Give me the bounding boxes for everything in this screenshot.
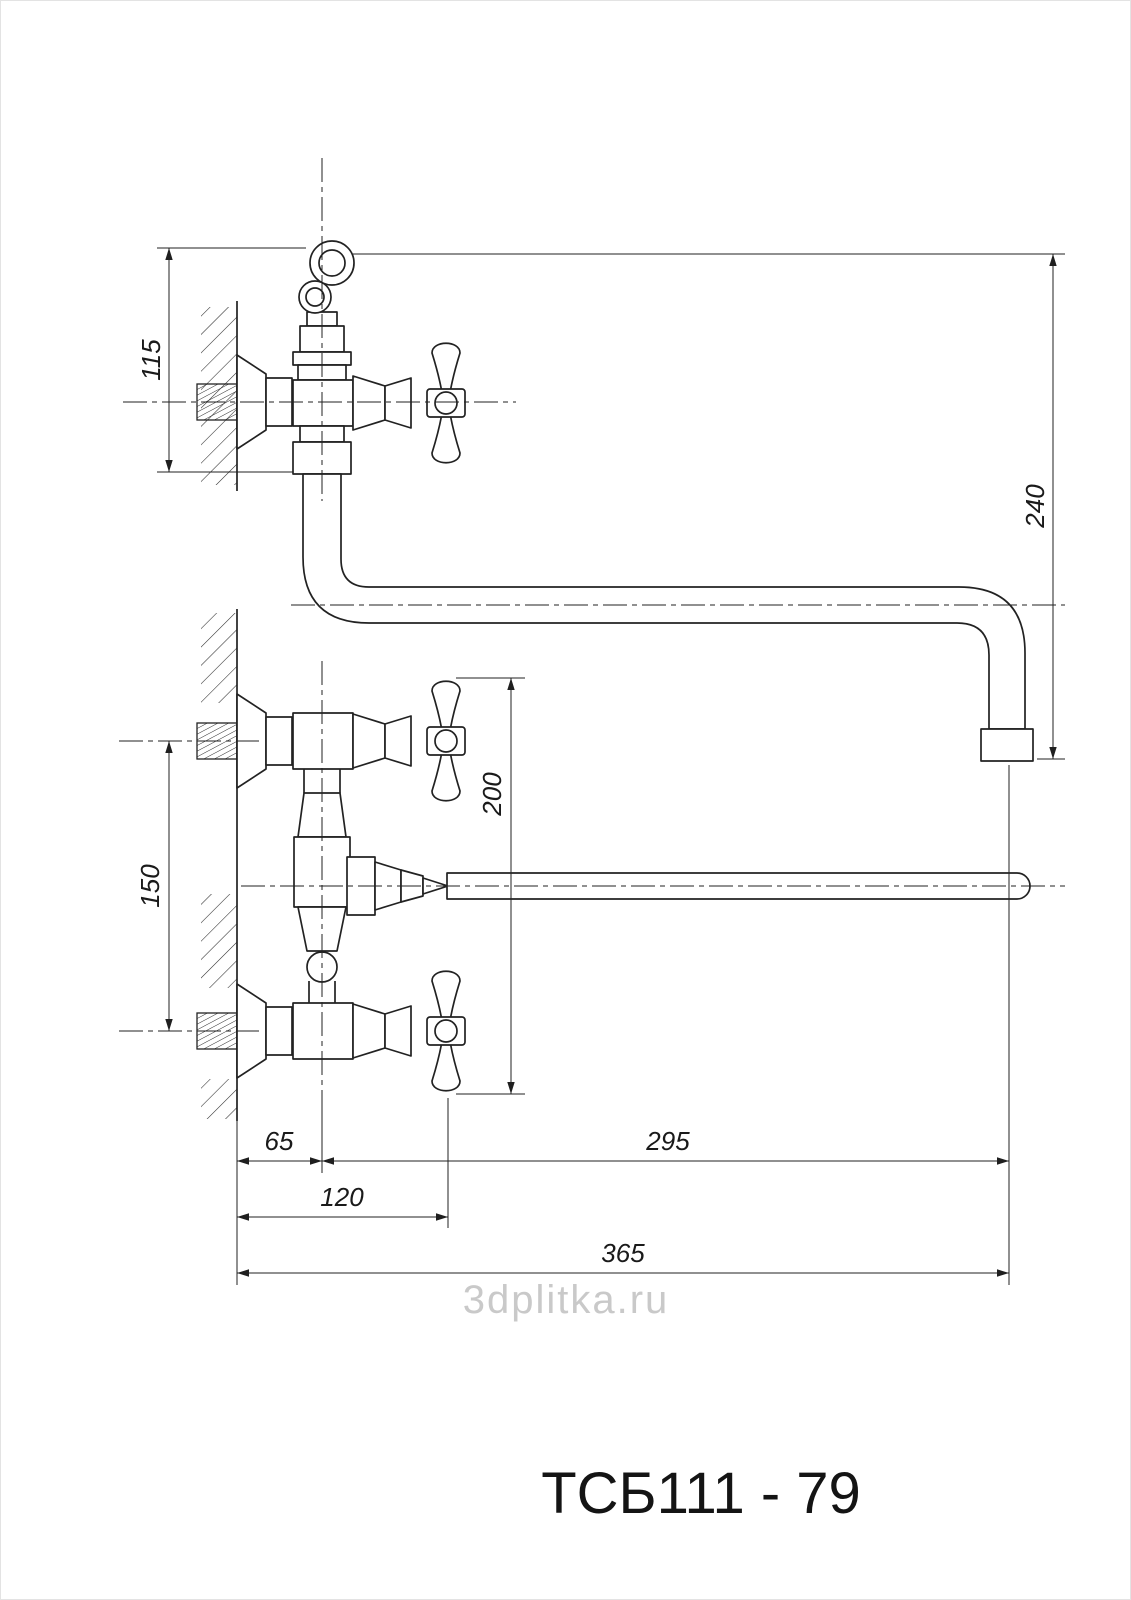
dimension-150: 150 bbox=[135, 741, 173, 1031]
dim-label-365: 365 bbox=[601, 1238, 645, 1268]
valve-body-cold bbox=[292, 1002, 354, 1060]
spout-outlet bbox=[980, 728, 1034, 762]
handle-cone-side bbox=[352, 375, 412, 431]
cross-handle-cold bbox=[426, 970, 466, 1092]
dim-label-240: 240 bbox=[1020, 484, 1050, 529]
side-view: 115 240 bbox=[123, 158, 1065, 762]
dimension-200: 200 bbox=[456, 677, 525, 1095]
valve-body-hot bbox=[292, 712, 354, 770]
handle-cone-cold bbox=[352, 1003, 412, 1059]
drawing-title: ТСБ111 - 79 bbox=[541, 1461, 861, 1526]
front-view: 150 200 bbox=[119, 609, 1065, 1171]
wall-hatch bbox=[201, 1079, 237, 1119]
dim-label-115: 115 bbox=[136, 339, 166, 381]
spout-side bbox=[302, 473, 1026, 730]
dimension-115: 115 bbox=[136, 247, 306, 473]
watermark: 3dplitka.ru bbox=[463, 1278, 670, 1322]
dim-label-295: 295 bbox=[645, 1126, 690, 1156]
cross-handle-side bbox=[426, 342, 466, 464]
bottom-dimensions: 65 295 120 365 bbox=[236, 765, 1010, 1285]
dim-label-150: 150 bbox=[135, 864, 165, 908]
dim-label-120: 120 bbox=[320, 1182, 364, 1212]
dimension-240: 240 bbox=[353, 253, 1065, 760]
faucet-body-side bbox=[292, 311, 354, 475]
dim-label-65: 65 bbox=[265, 1126, 294, 1156]
wall-hatch bbox=[201, 894, 237, 988]
cross-handle-hot bbox=[426, 680, 466, 802]
wall-hatch bbox=[201, 613, 237, 703]
handle-cone-hot bbox=[352, 713, 412, 769]
shower-hook bbox=[298, 240, 355, 314]
dim-label-200: 200 bbox=[477, 772, 507, 817]
